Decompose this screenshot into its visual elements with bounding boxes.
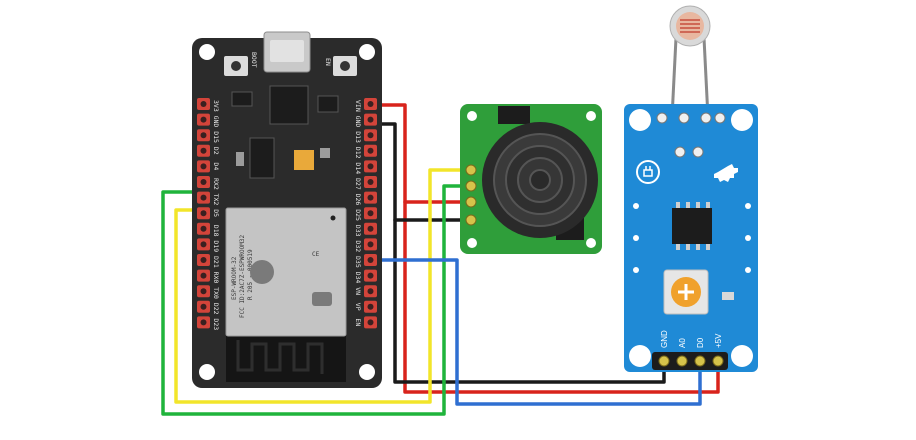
pin-label: D5 <box>212 209 220 217</box>
pin-label: RX0 <box>212 272 220 284</box>
ldr-pin-label: A0 <box>678 338 687 348</box>
ultrasonic-sensor <box>460 104 602 254</box>
ldr-pin-5v[interactable] <box>712 355 724 367</box>
ultrasonic-pin[interactable] <box>465 214 477 226</box>
pin-label: D35 <box>354 256 362 268</box>
usb-uart-chip <box>269 85 309 125</box>
plug-logo-icon <box>636 160 660 184</box>
ultrasonic-pin[interactable] <box>465 180 477 192</box>
pin-label: TX0 <box>212 287 220 299</box>
pin-label: VN <box>354 287 362 295</box>
ultrasonic-pin[interactable] <box>465 196 477 208</box>
pin-label: D32 <box>354 240 362 252</box>
pin-label: D34 <box>354 272 362 284</box>
pin-label: 3V3 <box>212 100 220 112</box>
pin-label: D22 <box>212 303 220 315</box>
pin-label: D14 <box>354 162 362 174</box>
pin-label: D13 <box>354 131 362 143</box>
pin-label: D4 <box>212 162 220 170</box>
ldr-header <box>652 352 728 370</box>
svg-text:CE: CE <box>312 251 320 258</box>
pin-label: D15 <box>212 131 220 143</box>
pin-label: D18 <box>212 225 220 237</box>
pin-label: D26 <box>354 194 362 206</box>
ultrasonic-pin[interactable] <box>465 164 477 176</box>
pin-label: EN <box>354 318 362 326</box>
ldr-pins <box>658 355 724 367</box>
pin-label: D21 <box>212 256 220 268</box>
ldr-pin-label: +5V <box>714 333 723 348</box>
ldr-pin-label: GND <box>660 330 669 348</box>
ldr-pin-labels: GND A0 D0 +5V <box>660 330 723 348</box>
wire-black-gnd <box>376 122 666 384</box>
wires <box>161 103 720 416</box>
ldr-pin-a0[interactable] <box>676 355 688 367</box>
en-label: EN <box>324 58 332 66</box>
pin-label: VP <box>354 303 362 311</box>
wire-yellow <box>174 168 472 404</box>
pin-label: GND <box>212 116 220 128</box>
wire-green <box>161 184 472 416</box>
pin-label: D33 <box>354 225 362 237</box>
ldr-pin-gnd[interactable] <box>658 355 670 367</box>
boot-label: BOOT <box>250 52 258 68</box>
gear-logo-icon <box>714 164 738 182</box>
pin-label: D2 <box>212 147 220 155</box>
pin-label: D19 <box>212 240 220 252</box>
comparator-ic <box>672 208 712 244</box>
pin-label: GND <box>354 116 362 128</box>
pin-label: RX2 <box>212 178 220 190</box>
ldr-module: GND A0 D0 +5V <box>624 5 758 372</box>
ldr-pin-label: D0 <box>696 337 705 348</box>
pin-label: VIN <box>354 100 362 112</box>
regulator <box>294 150 314 170</box>
ldr-pin-d0[interactable] <box>694 355 706 367</box>
pin-label: D23 <box>212 318 220 330</box>
svg-text:ESP-WROOM-32: ESP-WROOM-32 <box>231 256 238 300</box>
pin-label: D12 <box>354 147 362 159</box>
ultrasonic-pins <box>465 164 477 226</box>
wire-blue <box>374 258 702 406</box>
svg-text:FCC ID:2AC7Z-ESPWROOM32: FCC ID:2AC7Z-ESPWROOM32 <box>239 235 246 318</box>
pin-label: D25 <box>354 209 362 221</box>
esp32-board: BOOT EN ESP-WROOM-32 FCC ID:2AC7Z-ESPWRO… <box>192 31 382 388</box>
pin-label: TX2 <box>212 194 220 206</box>
wire-red-vin <box>376 103 720 394</box>
pin-label: D27 <box>354 178 362 190</box>
